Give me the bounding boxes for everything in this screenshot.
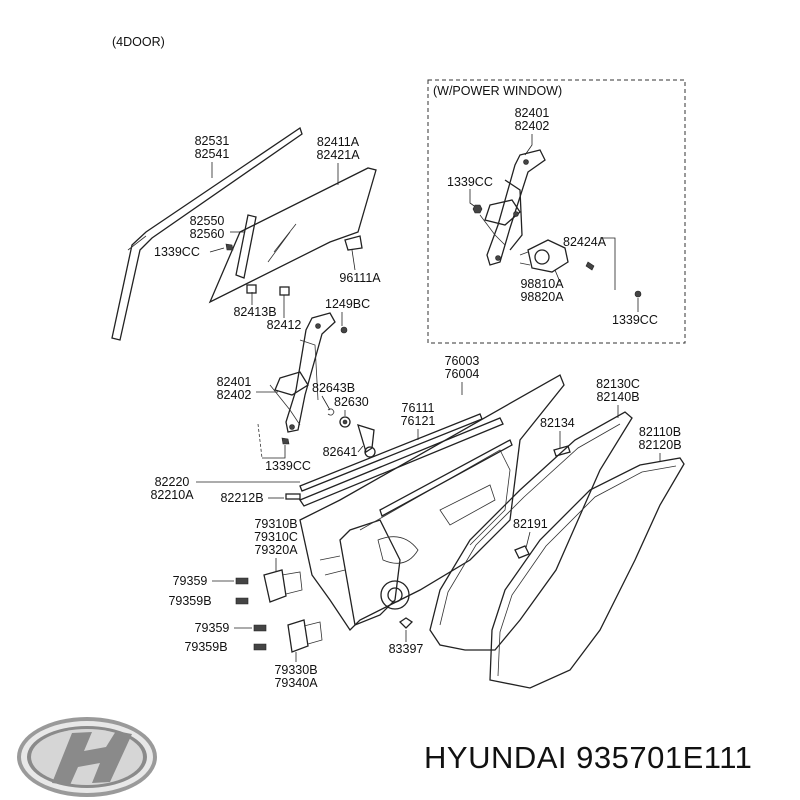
label-76004: 76004 (445, 367, 480, 381)
part-number-caption: HYUNDAI 935701E111 (424, 740, 753, 775)
label-82120b: 82120B (638, 438, 681, 452)
label-82541: 82541 (195, 147, 230, 161)
label-79359-a: 79359 (173, 574, 208, 588)
label-82550: 82550 (190, 214, 225, 228)
door-weatherstrip-outer (489, 457, 685, 689)
bolt-icon (634, 290, 642, 298)
label-1249bc: 1249BC (325, 297, 370, 311)
label-82413b: 82413B (233, 305, 276, 319)
bolt-icon (235, 577, 249, 585)
bolt-icon (225, 243, 234, 251)
door-plug-icon (514, 545, 530, 559)
drain-plug-icon (398, 617, 414, 629)
lower-hinge (287, 619, 323, 653)
label-79359b-a: 79359B (168, 594, 211, 608)
label-82402: 82402 (217, 388, 252, 402)
window-regulator (269, 312, 336, 433)
screw-icon (585, 261, 595, 271)
label-82643b: 82643B (312, 381, 355, 395)
label-98810a: 98810A (520, 277, 564, 291)
power-window-regulator (479, 149, 546, 266)
label-79340a: 79340A (274, 676, 318, 690)
label-82212b: 82212B (220, 491, 263, 505)
beltline-strip (299, 413, 504, 507)
bolt-icon (253, 624, 267, 632)
power-window-inset: (W/POWER WINDOW) 82401 82402 1339CC 8242… (427, 79, 686, 344)
label-76111: 76111 (402, 401, 435, 415)
label-79359b-b: 79359B (184, 640, 227, 654)
label-1339cc-b: 1339CC (265, 459, 311, 473)
label-79310c: 79310C (254, 530, 298, 544)
upper-hinge (263, 569, 303, 603)
front-door-panel (299, 374, 565, 632)
weatherstrip-clip-icon (553, 445, 571, 457)
label-82110b: 82110B (639, 425, 681, 439)
label-83397: 83397 (389, 642, 424, 656)
label-82560: 82560 (190, 227, 225, 241)
label-82630: 82630 (334, 395, 369, 409)
door-glass-channel (111, 126, 303, 341)
label-79310b: 79310B (254, 517, 297, 531)
label-82134: 82134 (540, 416, 575, 430)
label-82140b: 82140B (596, 390, 639, 404)
inset-title: (W/POWER WINDOW) (433, 84, 562, 98)
label-82191: 82191 (513, 517, 548, 531)
door-weatherstrip-inner (429, 411, 633, 651)
label-79359-b: 79359 (195, 621, 230, 635)
label-82412: 82412 (267, 318, 302, 332)
bolt-icon (340, 326, 348, 334)
label-82531: 82531 (195, 134, 230, 148)
label-98820a: 98820A (520, 290, 564, 304)
label-96111a: 96111A (339, 271, 381, 285)
bolt-icon (235, 597, 249, 605)
label-82130c: 82130C (596, 377, 640, 391)
bolt-icon (281, 437, 290, 445)
bolt-icon (472, 204, 483, 214)
label-82641: 82641 (323, 445, 358, 459)
window-motor (519, 239, 569, 273)
hyundai-logo-icon (17, 717, 157, 797)
label-1339cc-a: 1339CC (154, 245, 200, 259)
label-82402-inset: 82402 (515, 119, 550, 133)
clip-icon (327, 408, 335, 416)
label-76003: 76003 (445, 354, 480, 368)
label-82424a: 82424A (563, 235, 607, 249)
label-82401-inset: 82401 (515, 106, 550, 120)
glass-clip-icon (279, 286, 290, 296)
variant-label: (4DOOR) (112, 35, 165, 49)
label-82401: 82401 (217, 375, 252, 389)
label-79330b: 79330B (274, 663, 317, 677)
label-82421a: 82421A (316, 148, 360, 162)
washer-icon (339, 416, 351, 428)
label-1339cc-inset-2: 1339CC (612, 313, 658, 327)
label-76121: 76121 (401, 414, 436, 428)
bolt-icon (253, 643, 267, 651)
label-82411a: 82411A (317, 135, 360, 149)
label-79320a: 79320A (254, 543, 298, 557)
door-glass (208, 167, 377, 304)
label-1339cc-inset-1: 1339CC (447, 175, 493, 189)
label-82210a: 82210A (150, 488, 194, 502)
rear-channel (235, 214, 257, 279)
window-crank-handle (357, 424, 376, 458)
label-82220: 82220 (155, 475, 190, 489)
glass-clip-icon (246, 284, 257, 294)
strip-clip-icon (285, 493, 301, 500)
